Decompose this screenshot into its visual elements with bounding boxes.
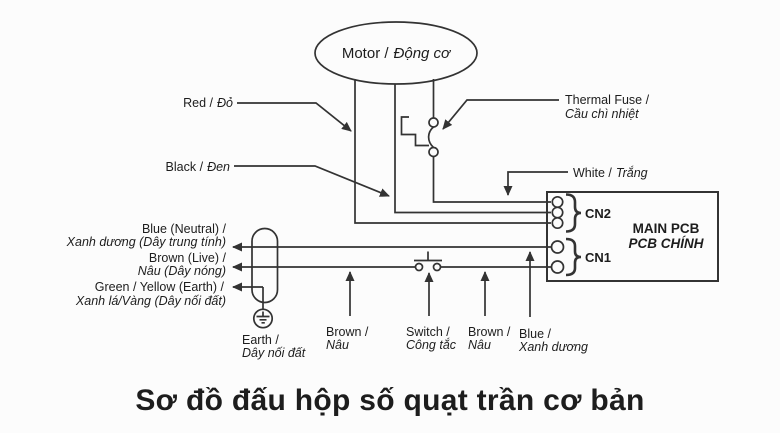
switch-label-vi: Công tắc — [406, 337, 457, 352]
cn1-pin-1 — [550, 240, 565, 254]
switch-label-en: Switch / — [406, 325, 450, 339]
wire-white-lower — [432, 156, 551, 203]
thermal-fuse-callout-arrow — [442, 99, 559, 130]
earth-bars — [256, 315, 270, 324]
red-callout-arrow — [237, 102, 352, 132]
white-wire-label: White /Trắng — [573, 165, 648, 180]
thermal-fuse-label-vi: Cầu chì nhiệt — [565, 107, 639, 121]
black-callout-arrow — [234, 165, 390, 197]
blue-neutral-label-en: Blue (Neutral) / — [142, 222, 227, 236]
switch-terminal-right — [432, 262, 442, 272]
white-callout-arrow — [503, 171, 568, 196]
brown-left-label-vi: Nâu — [326, 338, 349, 352]
blue-label-en: Blue / — [519, 327, 551, 341]
thermal-fuse-element — [427, 126, 435, 149]
thermal-fuse-label-en: Thermal Fuse / — [565, 93, 650, 107]
cn2-label: CN2 — [585, 206, 611, 221]
motor-label: Motor /Động cơ — [342, 45, 452, 62]
cn2-brace — [565, 193, 582, 233]
thermal-fuse-top-terminal — [428, 117, 439, 128]
main-pcb-name-vi: PCB CHÍNH — [628, 236, 703, 251]
earth-circle — [252, 308, 274, 329]
wire-black — [394, 84, 551, 214]
brown-right-label-vi: Nâu — [468, 338, 491, 352]
earth-label-en: Earth / — [242, 333, 279, 347]
main-pcb-name-en: MAIN PCB — [633, 221, 700, 236]
cn2-pin-1 — [551, 195, 564, 209]
wire-red — [354, 79, 551, 224]
connector-cn1: CN1 — [550, 237, 611, 277]
thermal-fuse-symbol — [400, 116, 439, 158]
main-pcb-box — [546, 191, 719, 282]
connector-cn2: CN2 — [551, 193, 611, 233]
cn1-brace — [565, 237, 582, 277]
brown-live-label-en: Brown (Live) / — [149, 251, 227, 265]
blue-label-vi: Xanh dương — [518, 340, 588, 354]
motor-ellipse — [314, 21, 478, 85]
thermal-fuse-bottom-terminal — [428, 146, 439, 158]
cn2-pin-3 — [551, 216, 564, 230]
cn2-pin-2 — [551, 206, 564, 219]
red-wire-label: Red /Đỏ — [183, 96, 233, 110]
diagram-title: Sơ đồ đấu hộp số quạt trần cơ bản — [135, 384, 644, 417]
thermal-fuse-bracket — [400, 116, 429, 147]
cable-sheath — [251, 227, 279, 304]
brown-left-label-en: Brown / — [326, 325, 369, 339]
blue-neutral-label-vi: Xanh dương (Dây trung tính) — [66, 235, 226, 249]
green-yellow-earth-label-vi: Xanh lá/Vàng (Dây nối đất) — [75, 294, 226, 308]
switch-terminal-left — [414, 262, 424, 272]
earth-label-vi: Dây nối đất — [242, 346, 306, 360]
cn1-pin-2 — [550, 260, 565, 274]
brown-live-label-vi: Nâu (Dây nóng) — [138, 264, 226, 278]
brown-right-label-en: Brown / — [468, 325, 511, 339]
black-wire-label: Black /Đen — [166, 160, 230, 174]
switch-symbol — [414, 251, 442, 272]
earth-ground-symbol — [252, 308, 274, 329]
green-yellow-earth-label-en: Green / Yellow (Earth) / — [95, 280, 225, 294]
cn1-label: CN1 — [585, 250, 611, 265]
